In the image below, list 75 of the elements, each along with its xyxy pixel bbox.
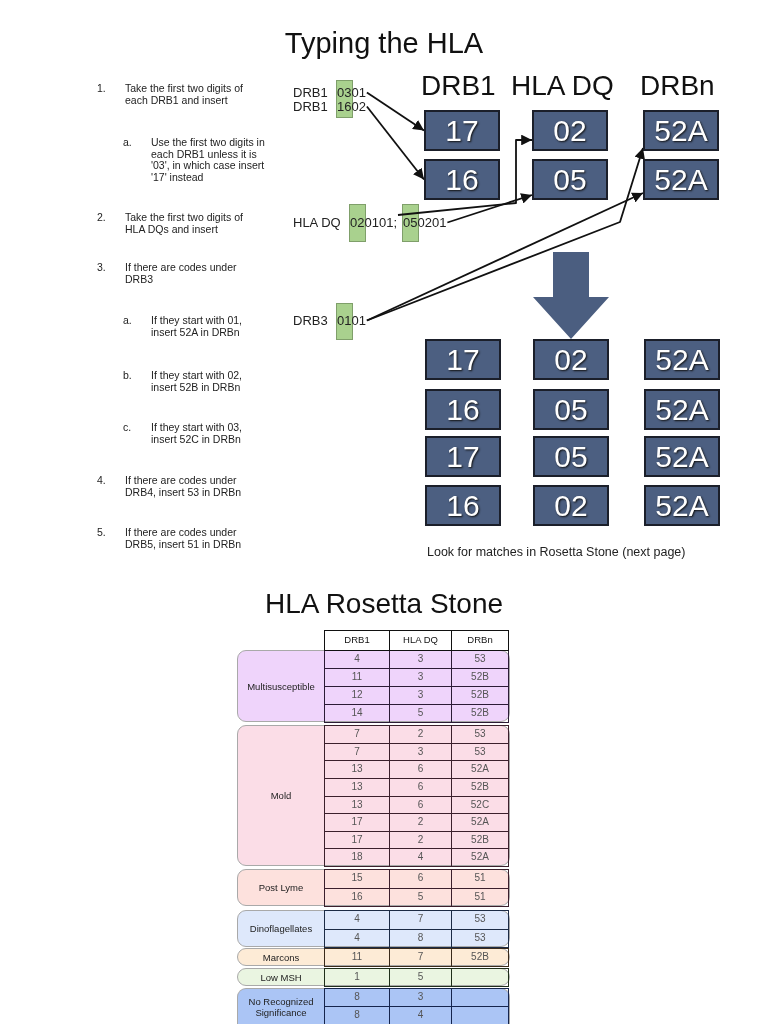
arrow <box>446 193 533 224</box>
table-cell: 51 <box>451 887 509 907</box>
column-header: DRB1 <box>421 70 496 102</box>
locus-label: DRB3 <box>293 313 328 328</box>
code-tile: 16 <box>424 159 500 200</box>
instruction-text: If they start with 03, insert 52C in DRBn <box>151 422 244 445</box>
instruction-text: Take the first two digits of HLA DQs and insert <box>125 212 244 235</box>
list-marker: 5. <box>97 527 106 539</box>
table-cell: 15 <box>324 869 390 889</box>
table-cell: 51 <box>451 869 509 889</box>
table-cell: 52B <box>451 948 509 967</box>
list-marker: a. <box>123 315 132 327</box>
instruction-text: Take the first two digits of each DRB1 and insert <box>125 83 244 106</box>
table-cell: 53 <box>451 910 509 930</box>
table-cell: 8 <box>324 988 390 1007</box>
column-header: HLA DQ <box>511 70 614 102</box>
locus-label: DRB1 <box>293 99 328 114</box>
list-marker: 3. <box>97 262 106 274</box>
arrow <box>366 91 425 132</box>
table-cell: 4 <box>324 910 390 930</box>
code-tile: 02 <box>532 110 608 151</box>
code-tile: 52A <box>644 436 720 477</box>
table-cell: 16 <box>324 887 390 907</box>
code-tile: 52A <box>644 339 720 380</box>
instruction-text: If there are codes under DRB5, insert 51 in DRBn <box>125 527 243 550</box>
locus-label: HLA DQ <box>293 215 341 230</box>
table-cell: 14 <box>324 704 390 723</box>
code-tile: 05 <box>533 436 609 477</box>
code-tile: 17 <box>424 110 500 151</box>
table-header-cell: HLA DQ <box>389 630 452 651</box>
table-cell: 18 <box>324 848 390 867</box>
table-cell: 1 <box>324 968 390 987</box>
code-tile: 52A <box>643 159 719 200</box>
code-tile: 52A <box>644 389 720 430</box>
table-header-cell: DRB1 <box>324 630 390 651</box>
table-cell: 5 <box>389 968 452 987</box>
table-cell: 11 <box>324 948 390 967</box>
instruction-text: If they start with 02, insert 52B in DRBn <box>151 370 244 393</box>
code-tile: 52A <box>644 485 720 526</box>
list-marker: c. <box>123 422 132 434</box>
code-tile: 02 <box>533 485 609 526</box>
arrow <box>366 105 425 181</box>
code-tile: 16 <box>425 485 501 526</box>
table-cell: 7 <box>389 948 452 967</box>
list-marker: 4. <box>97 475 106 487</box>
block-arrow <box>533 252 609 339</box>
code-tile: 02 <box>533 339 609 380</box>
arrow <box>397 134 533 216</box>
list-marker: b. <box>123 370 132 382</box>
table-cell: 52A <box>451 848 509 867</box>
note-text: Look for matches in Rosetta Stone (next page) <box>427 545 686 560</box>
page-title: Typing the HLA <box>284 27 484 60</box>
table-cell: 53 <box>451 725 509 744</box>
code-tile: 17 <box>425 436 501 477</box>
code-tile: 17 <box>425 339 501 380</box>
section-title: HLA Rosetta Stone <box>264 588 504 620</box>
column-header: DRBn <box>640 70 715 102</box>
instruction-text: If there are codes under DRB4, insert 53 in DRBn <box>125 475 243 498</box>
code-tile: 16 <box>425 389 501 430</box>
instruction-text: Use the first two digits in each DRB1 unless it is '03', in which case insert '17' instead <box>151 137 266 183</box>
arrow <box>366 192 644 322</box>
instruction-text: If there are codes under DRB3 <box>125 262 238 285</box>
table-header-cell: DRBn <box>451 630 509 651</box>
list-marker: a. <box>123 137 132 149</box>
table-cell: 53 <box>451 928 509 948</box>
list-marker: 2. <box>97 212 106 224</box>
code-tile: 52A <box>643 110 719 151</box>
table-cell: 52B <box>451 704 509 723</box>
code-tile: 05 <box>533 389 609 430</box>
table-cell: 4 <box>324 928 390 948</box>
locus-label: DRB1 <box>293 85 328 100</box>
list-marker: 1. <box>97 83 106 95</box>
code-tile: 05 <box>532 159 608 200</box>
table-cell: 7 <box>324 725 390 744</box>
instruction-text: If they start with 01, insert 52A in DRBn <box>151 315 244 338</box>
